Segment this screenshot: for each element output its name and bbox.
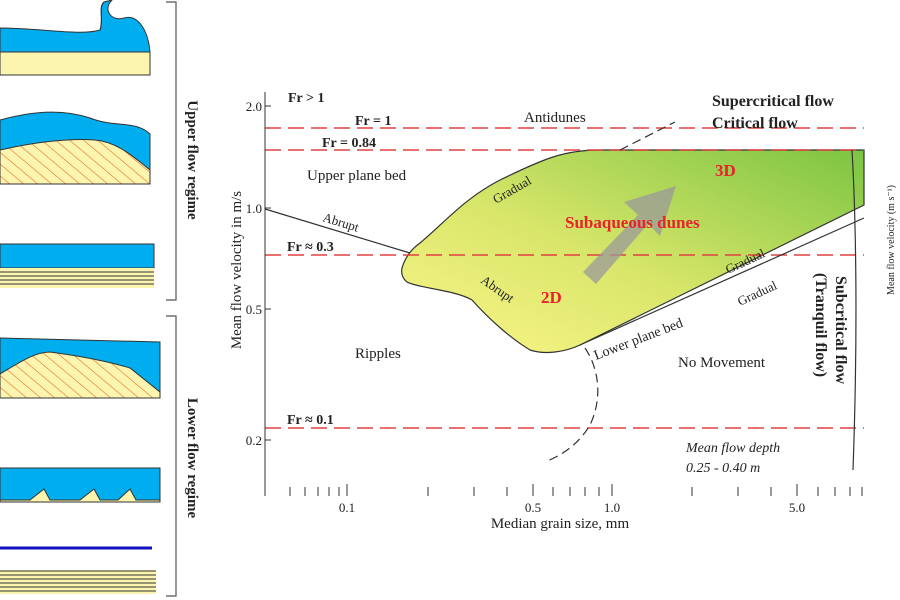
lower-flow-regime-label: Lower flow regime bbox=[184, 398, 200, 519]
subcritical-boundary bbox=[851, 149, 857, 471]
critical-flow-label: Critical flow bbox=[712, 115, 798, 132]
x-tick-label: 0.1 bbox=[339, 500, 355, 515]
bedform-boundaries bbox=[264, 121, 865, 471]
no-movement-boundary bbox=[544, 347, 599, 463]
fr-eq1-label: Fr = 1 bbox=[355, 114, 392, 129]
right-cut-axis-label: Mean flow velocity (m s⁻¹) bbox=[886, 185, 897, 295]
sketch-antidune bbox=[0, 111, 151, 185]
y-tick-label: 0.2 bbox=[246, 433, 262, 448]
x-tick-label: 5.0 bbox=[789, 500, 805, 515]
supercritical-flow-label: Supercritical flow bbox=[712, 93, 834, 110]
no-movement-label: No Movement bbox=[678, 355, 766, 371]
y-tick-label: 0.5 bbox=[246, 302, 262, 317]
abrupt-label-1: Abrupt bbox=[321, 210, 361, 235]
mean-flow-depth-label: Mean flow depth bbox=[685, 441, 780, 456]
upper-plane-bed-label: Upper plane bed bbox=[307, 168, 407, 184]
regime-brackets bbox=[166, 1, 177, 597]
upper-flow-regime-label: Upper flow regime bbox=[184, 100, 200, 220]
dune-arrow bbox=[583, 186, 676, 284]
x-tick-label: 1.0 bbox=[604, 500, 620, 515]
subcritical-flow-label: Subcritical flow bbox=[832, 276, 849, 384]
lower-plane-bed-boundary bbox=[579, 217, 865, 346]
sketch-dune bbox=[0, 337, 161, 399]
x-tick-label: 0.5 bbox=[525, 500, 541, 515]
fr-gt1-label: Fr > 1 bbox=[288, 91, 325, 106]
sketch-ripples bbox=[0, 467, 161, 503]
fr-03-label: Fr ≈ 0.3 bbox=[287, 240, 334, 255]
ripple-upper-plane-boundary bbox=[264, 208, 411, 254]
depth-range-label: 0.25 - 0.40 m bbox=[686, 461, 760, 476]
tranquil-flow-label: (Tranquil flow) bbox=[812, 273, 829, 377]
antidunes-label: Antidunes bbox=[524, 110, 586, 126]
axes bbox=[264, 92, 863, 496]
bedform-sketches bbox=[0, 0, 161, 594]
gradual-label-3: Gradual bbox=[735, 277, 780, 308]
dunes-2d-label: 2D bbox=[541, 288, 562, 307]
y-tick-label: 2.0 bbox=[246, 99, 262, 114]
sketch-lower-plane-bed bbox=[0, 546, 156, 594]
y-tick-label: 1.0 bbox=[246, 201, 262, 216]
dunes-3d-label: 3D bbox=[715, 161, 736, 180]
antidune-boundary bbox=[619, 121, 676, 151]
y-axis-title: Mean flow velocity in m/s bbox=[229, 191, 245, 349]
subaqueous-dunes-label: Subaqueous dunes bbox=[565, 213, 700, 232]
x-ticks bbox=[289, 484, 863, 496]
ripples-label: Ripples bbox=[355, 346, 401, 362]
sketch-upper-plane-bed bbox=[0, 243, 155, 288]
sketch-breaking-antidune bbox=[0, 0, 151, 76]
fr-084-label: Fr = 0.84 bbox=[322, 136, 376, 151]
x-axis-title: Median grain size, mm bbox=[491, 516, 630, 532]
froude-lines bbox=[265, 127, 864, 429]
dune-field bbox=[401, 149, 865, 354]
fr-01-label: Fr ≈ 0.1 bbox=[287, 413, 334, 428]
